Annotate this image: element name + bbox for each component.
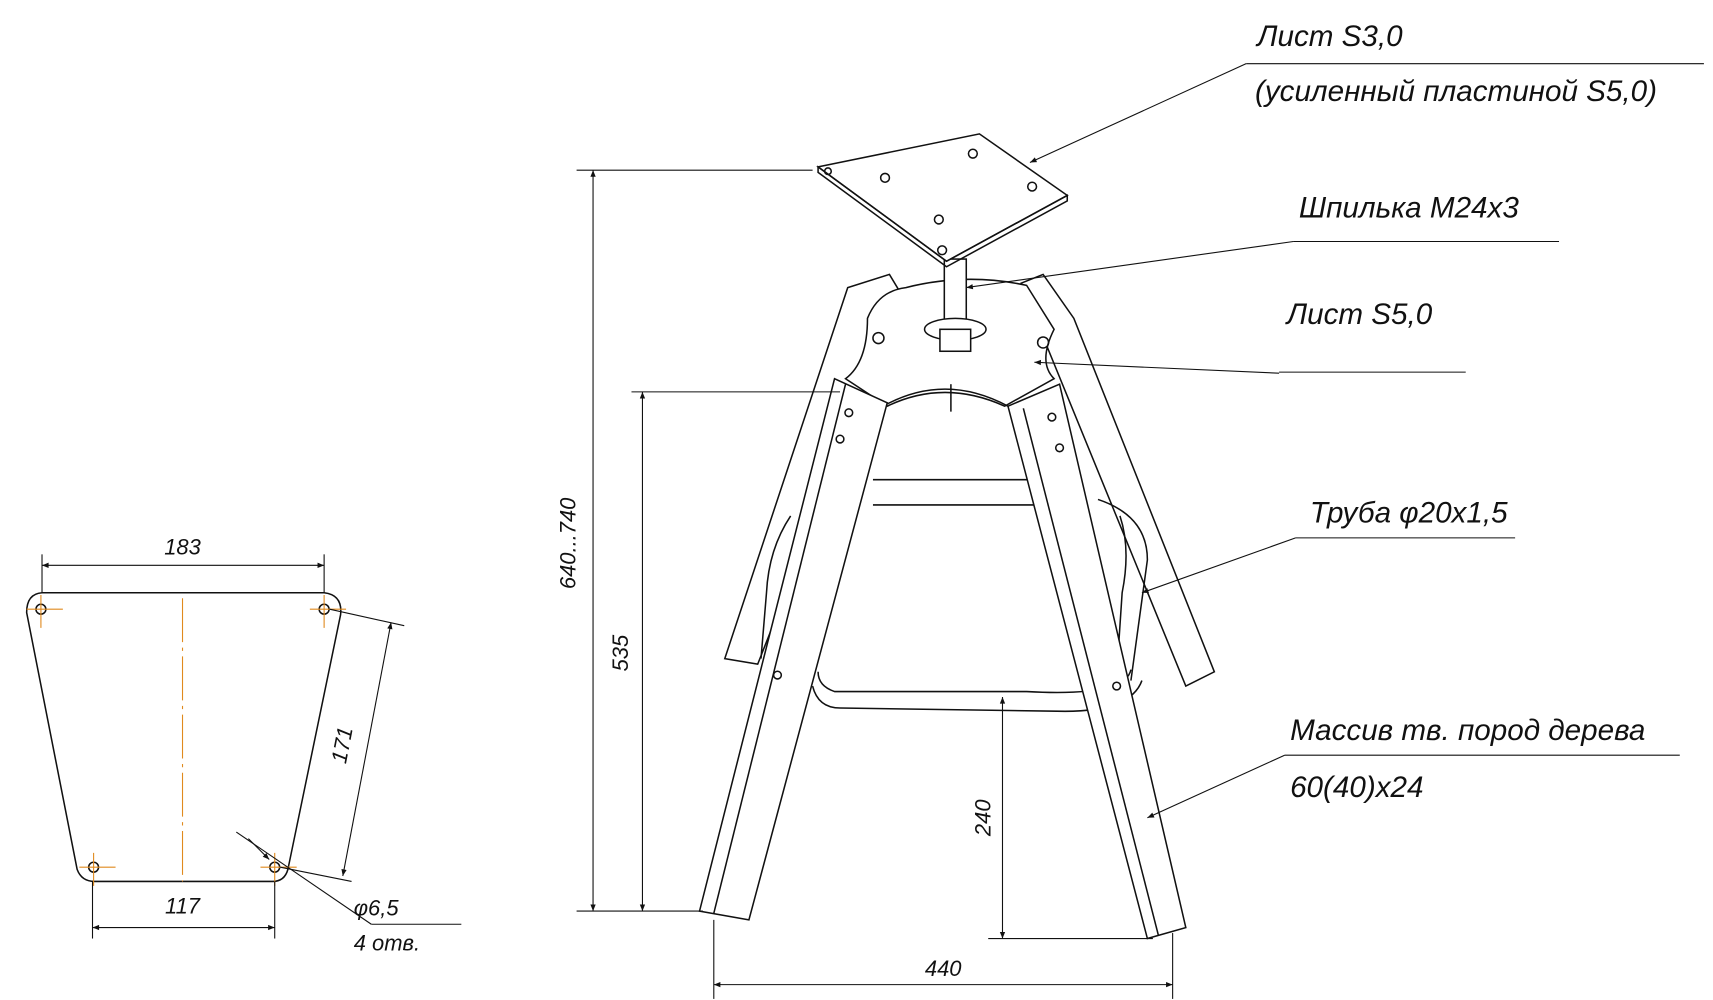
plate-outline: [25, 591, 342, 883]
hole-diameter-label: φ6,5: [354, 895, 400, 920]
dim-label: 440: [925, 956, 962, 981]
threaded-rod: [943, 258, 968, 326]
plate-view: 183 117 171 φ6,5 4 отв.: [25, 534, 462, 956]
dim-label: 171: [326, 725, 358, 766]
dimension-ring-height: 240: [970, 697, 1153, 940]
dimension-183: 183: [41, 534, 325, 593]
dimension-total-height: 640...740: [555, 169, 813, 912]
back-right-leg: [1020, 273, 1216, 688]
nut-body: [939, 328, 972, 353]
callout-label: Массив тв. пород дерева: [1290, 714, 1645, 747]
callout-label: 60(40)x24: [1290, 771, 1423, 804]
leg-screws: [772, 331, 1122, 691]
dim-label: 640...740: [555, 497, 580, 589]
dimension-117: 117: [91, 881, 276, 939]
callout-threaded-rod: Шпилька M24x3: [966, 191, 1560, 290]
tube-side-right: [1097, 498, 1149, 681]
callout-label: Труба φ20x1,5: [1310, 497, 1508, 530]
callout-seat-plate: Лист S3,0 (усиленный пластиной S5,0): [1029, 20, 1704, 163]
dim-label: 240: [970, 799, 995, 837]
mounting-holes: [26, 594, 347, 886]
dimension-base-width: 440: [713, 919, 1174, 999]
callout-tube: Труба φ20x1,5: [1141, 497, 1516, 594]
tube-crossbar-upper: [872, 478, 1038, 506]
callout-label: Лист S5,0: [1285, 298, 1433, 331]
callout-label: (усиленный пластиной S5,0): [1255, 75, 1657, 108]
stool-view: [698, 133, 1216, 940]
plate-bolts: [823, 148, 1038, 256]
dimension-171: 171: [280, 608, 405, 882]
dimension-seat-height: 535: [608, 391, 841, 912]
callout-mounting-plate: Лист S5,0: [1034, 298, 1466, 374]
callout-wood-legs: Массив тв. пород дерева 60(40)x24: [1147, 714, 1680, 819]
callout-label: Лист S3,0: [1255, 20, 1403, 53]
dim-label: 535: [608, 634, 633, 671]
callout-label: Шпилька M24x3: [1299, 191, 1519, 224]
dim-label: 183: [164, 534, 201, 559]
tube-side-left: [760, 515, 792, 659]
seat-plate-s3: [816, 133, 1069, 263]
hole-callout: φ6,5 4 отв.: [235, 831, 462, 956]
dim-label: 117: [165, 893, 201, 918]
hole-count-label: 4 отв.: [354, 931, 420, 956]
